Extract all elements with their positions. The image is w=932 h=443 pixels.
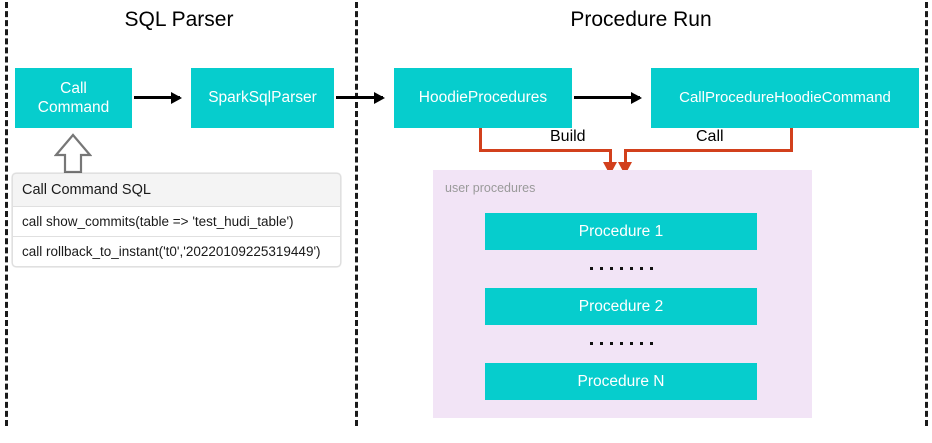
node-call-procedure-hoodie-command[interactable]: CallProcedureHoodieCommand (651, 68, 919, 128)
connector-call-segment-horizontal (624, 149, 793, 152)
node-call-command-line1: Call (60, 79, 87, 97)
arrow-spark-sql-parser-to-hoodie-procedures (336, 91, 385, 104)
arrow-call-command-to-spark-sql-parser (134, 91, 182, 104)
ellipsis-dots (485, 338, 757, 348)
edge-label-call: Call (691, 128, 729, 146)
ellipsis-dots (485, 263, 757, 273)
sql-table-row: call show_commits(table => 'test_hudi_ta… (12, 206, 341, 237)
user-procedures-panel: user procedures Procedure 1 Procedure 2 … (433, 170, 812, 418)
connector-build-segment-horizontal (479, 149, 612, 152)
node-call-command-line2: Command (37, 99, 110, 116)
connector-build-segment-vertical-end (609, 149, 612, 165)
sql-table-row: call rollback_to_instant('t0','202201092… (12, 236, 341, 267)
edge-label-build: Build (545, 128, 591, 146)
dashed-divider-left (5, 2, 8, 426)
procedure-item[interactable]: Procedure N (485, 363, 757, 400)
user-procedures-label: user procedures (445, 181, 536, 195)
node-spark-sql-parser[interactable]: SparkSqlParser (191, 68, 334, 128)
sql-table-header: Call Command SQL (12, 173, 341, 207)
section-title-procedure-run: Procedure Run (570, 8, 712, 31)
call-command-sql-table: Call Command SQL call show_commits(table… (12, 173, 341, 267)
node-hoodie-procedures[interactable]: HoodieProcedures (394, 68, 572, 128)
connector-call-segment-vertical-end (624, 149, 627, 165)
procedure-item[interactable]: Procedure 1 (485, 213, 757, 250)
dashed-divider-right (925, 2, 928, 426)
procedure-item[interactable]: Procedure 2 (485, 288, 757, 325)
connector-build-segment-vertical-start (479, 128, 482, 152)
connector-call-segment-vertical-start (790, 128, 793, 152)
section-title-sql-parser: SQL Parser (124, 8, 234, 31)
arrow-hoodie-procedures-to-call-procedure-hoodie-command (574, 91, 642, 104)
block-arrow-up-icon (54, 133, 92, 173)
node-call-command[interactable]: Call Command (15, 68, 132, 128)
dashed-divider-middle (355, 2, 358, 426)
